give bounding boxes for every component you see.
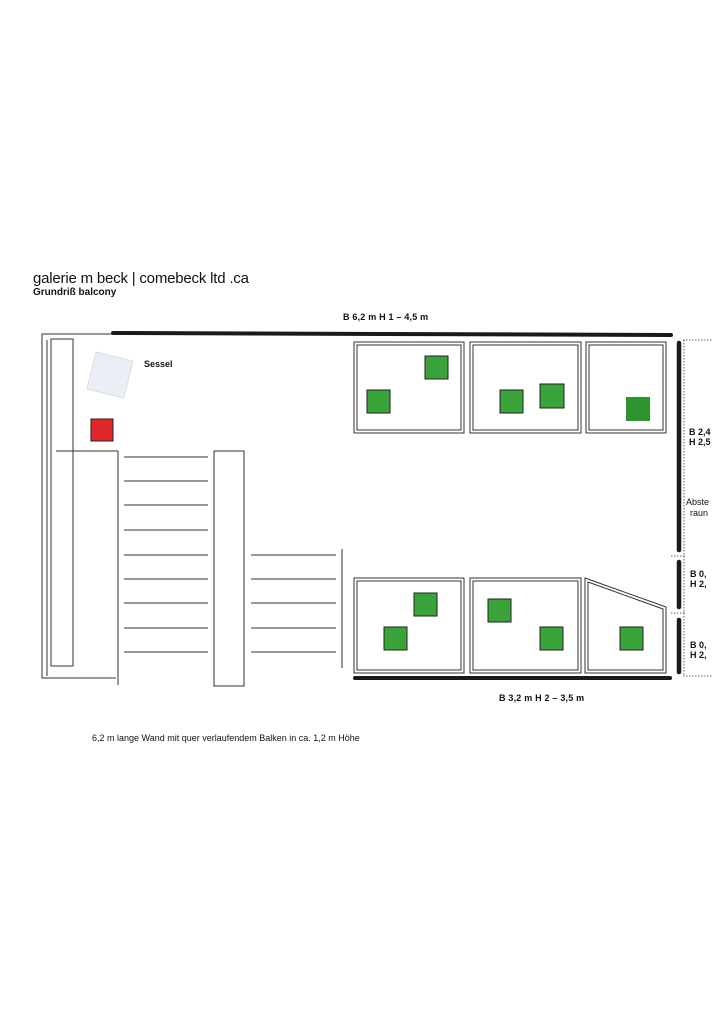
right-label-2-line2: raun	[690, 508, 709, 518]
page-subtitle: Grundriß balcony	[33, 287, 117, 298]
right-label-2-line1: Abste	[686, 497, 710, 507]
artwork	[499, 389, 524, 414]
chair-shape	[86, 351, 134, 399]
artwork	[626, 397, 650, 421]
artwork	[487, 598, 512, 623]
stair-lines-right	[251, 554, 336, 653]
red-marker	[90, 418, 114, 442]
artwork	[413, 592, 438, 617]
artwork	[366, 389, 391, 414]
artwork	[539, 383, 565, 409]
right-label-1-line1: B 2,4	[689, 427, 711, 437]
top-wall-label: B 6,2 m H 1 – 4,5 m	[343, 312, 429, 322]
stair-lines-left	[124, 456, 208, 653]
right-label-4-line1: B 0,	[690, 640, 707, 650]
artwork	[383, 626, 408, 651]
bottom-panels	[353, 577, 667, 674]
left-structure	[41, 333, 343, 687]
artwork	[539, 626, 564, 651]
wall-note: 6,2 m lange Wand mit quer verlaufendem B…	[92, 733, 360, 743]
artworks	[366, 355, 650, 651]
top-wall	[111, 331, 673, 337]
artwork	[619, 626, 644, 651]
right-label-3-line2: H 2,	[690, 579, 707, 589]
chair-label: Sessel	[144, 359, 173, 369]
top-panels	[353, 341, 667, 434]
right-label-3-line1: B 0,	[690, 569, 707, 579]
artwork	[424, 355, 449, 380]
right-label-4-line2: H 2,	[690, 650, 707, 660]
page-title: galerie m beck | comebeck ltd .ca	[33, 270, 249, 287]
bottom-wall-label: B 3,2 m H 2 – 3,5 m	[499, 693, 585, 703]
right-label-1-line2: H 2,5	[689, 437, 711, 447]
